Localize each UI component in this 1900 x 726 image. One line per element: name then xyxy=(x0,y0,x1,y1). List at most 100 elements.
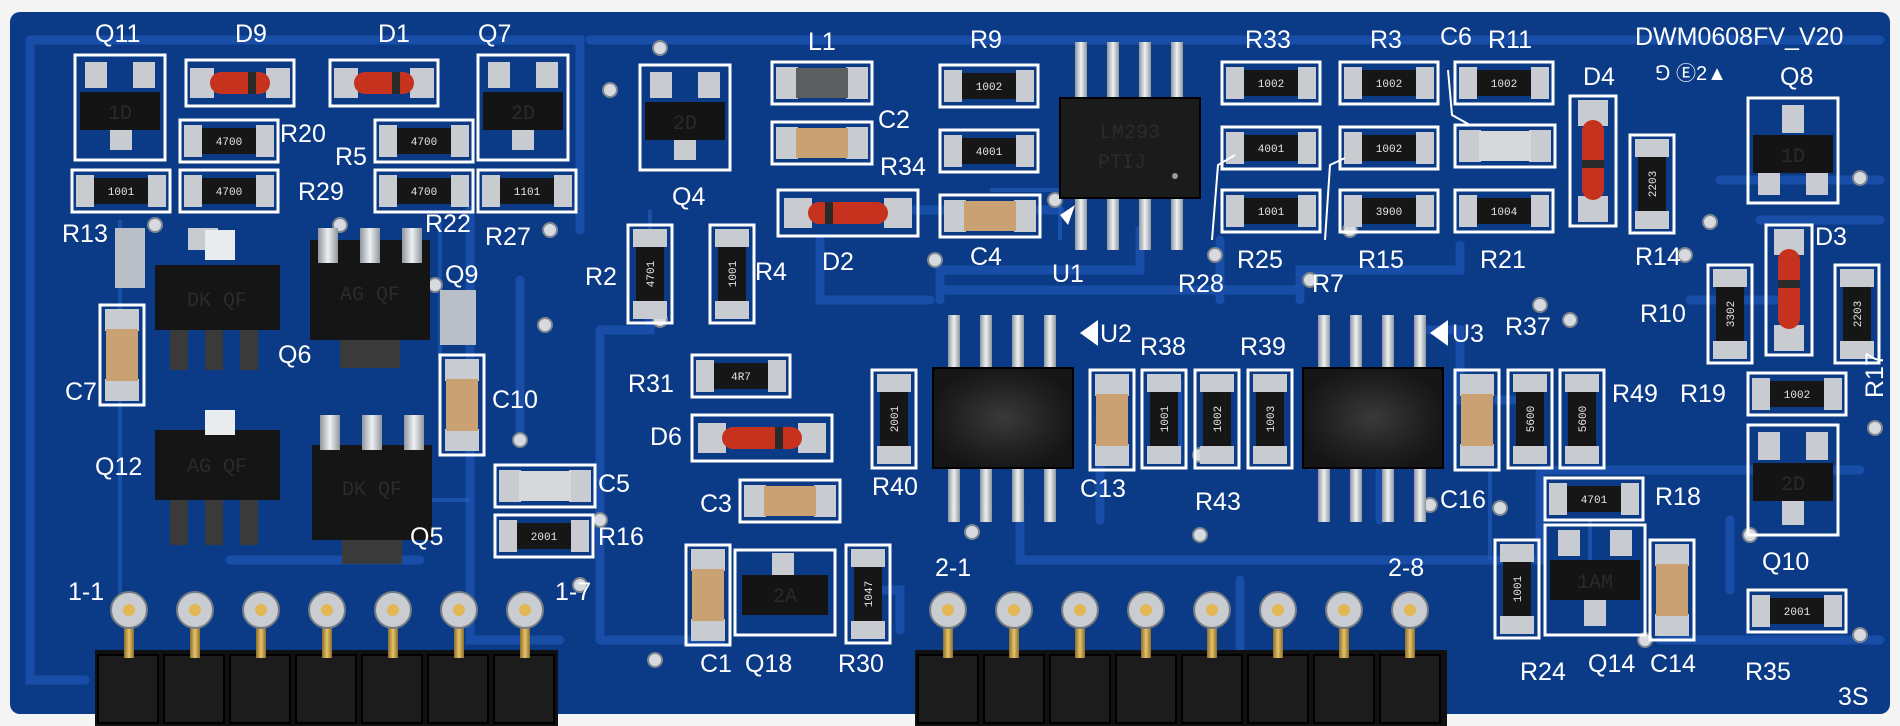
resistor-code: 1002 xyxy=(1784,390,1810,402)
label-r25: R25 xyxy=(1237,246,1283,274)
label-r18: R18 xyxy=(1655,483,1701,511)
label-c7: C7 xyxy=(65,378,97,406)
silkscreen-leaders xyxy=(1211,69,1471,241)
transistor-q8: 1D xyxy=(1746,96,1840,205)
label-c14: C14 xyxy=(1650,650,1696,678)
label-r21: R21 xyxy=(1480,246,1526,274)
label-d6: D6 xyxy=(650,423,682,451)
resistor-code: 4001 xyxy=(1258,144,1285,156)
resistor-code: 1001 xyxy=(1513,575,1525,602)
label-u2: U2 xyxy=(1100,320,1132,348)
label-u1: U1 xyxy=(1052,260,1084,288)
silkscreen-labels: DWM0608FV_V20 ⅁ Ⓔ2▲ 3S 1-1 1-7 2-1 2-8 U… xyxy=(62,20,1889,711)
chip-marking-2: PTIJ xyxy=(1098,152,1146,175)
inductor-l1 xyxy=(770,60,874,106)
corner-mark: 3S xyxy=(1838,683,1869,711)
resistor-code: 1001 xyxy=(1258,207,1285,219)
label-r49: R49 xyxy=(1612,380,1658,408)
chip-marking: DK QF xyxy=(187,290,247,313)
transistor-q18: 2A xyxy=(733,548,837,637)
label-q18: Q18 xyxy=(745,650,792,678)
label-c2: C2 xyxy=(878,106,910,134)
label-u3: U3 xyxy=(1452,320,1484,348)
capacitors xyxy=(98,120,1696,647)
label-d9: D9 xyxy=(235,20,267,48)
pin-header-1 xyxy=(95,591,558,726)
label-q7: Q7 xyxy=(478,20,511,48)
ic-u1: LM293 PTIJ xyxy=(1059,42,1201,250)
label-q10: Q10 xyxy=(1762,548,1809,576)
resistor-code: 1047 xyxy=(864,581,876,607)
chip-marking: 2A xyxy=(773,586,797,609)
transistor-q6: DK QF xyxy=(115,228,280,370)
resistor-code: 1001 xyxy=(108,187,135,199)
resistor-code: 4700 xyxy=(411,187,437,199)
label-c3: C3 xyxy=(700,490,732,518)
label-d1: D1 xyxy=(378,20,410,48)
resistor-code: 1004 xyxy=(1491,207,1518,219)
label-q5: Q5 xyxy=(410,523,443,551)
resistor-code: 4700 xyxy=(216,187,242,199)
label-q4: Q4 xyxy=(672,183,705,211)
resistor-code: 2001 xyxy=(531,532,558,544)
resistor-code: 5600 xyxy=(1526,406,1538,432)
pin-header-2 xyxy=(915,591,1447,726)
transistor-q12: AG QF xyxy=(155,410,280,545)
label-r3: R3 xyxy=(1370,26,1402,54)
resistor-code: 1001 xyxy=(728,260,740,287)
resistor-code: 1001 xyxy=(1160,405,1172,432)
label-r5: R5 xyxy=(335,143,367,171)
pin1-marker-u2 xyxy=(1080,320,1098,346)
label-q12: Q12 xyxy=(95,453,142,481)
label-c4: C4 xyxy=(970,243,1002,271)
resistor-code: 1002 xyxy=(1491,79,1517,91)
chip-marking: 1AM xyxy=(1577,572,1613,595)
chip-marking: DK QF xyxy=(342,479,402,502)
board-revision: DWM0608FV_V20 xyxy=(1635,23,1843,51)
label-q14: Q14 xyxy=(1588,650,1635,678)
label-r40: R40 xyxy=(872,473,918,501)
label-r33: R33 xyxy=(1245,26,1291,54)
chip-marking: 2D xyxy=(673,113,697,136)
label-r43: R43 xyxy=(1195,488,1241,516)
resistor-code: 3302 xyxy=(1726,301,1738,327)
label-r34: R34 xyxy=(880,153,926,181)
label-r37: R37 xyxy=(1505,313,1551,341)
resistor-code: 4701 xyxy=(1581,495,1608,507)
label-r15: R15 xyxy=(1358,246,1404,274)
header1-start-label: 1-1 xyxy=(68,578,104,606)
resistor-code: 2203 xyxy=(1853,301,1865,327)
label-d4: D4 xyxy=(1583,63,1615,91)
transistor-q7: 2D xyxy=(476,53,570,162)
label-r30: R30 xyxy=(838,650,884,678)
resistors-horizontal: 1001 4700 4700 4700 4700 1101 1002 4001 … xyxy=(70,60,1848,634)
label-c1: C1 xyxy=(700,650,732,678)
label-c13: C13 xyxy=(1080,475,1126,503)
resistor-code: 1002 xyxy=(1213,406,1225,432)
transistor-q5: DK QF xyxy=(312,415,432,564)
label-d2: D2 xyxy=(822,248,854,276)
label-r27: R27 xyxy=(485,223,531,251)
resistors-vertical: 4701 1001 2203 3302 2203 2001 1001 1002 … xyxy=(626,133,1881,645)
resistor-code: 1002 xyxy=(976,82,1002,94)
chip-marking: AG QF xyxy=(340,284,400,307)
label-r7: R7 xyxy=(1312,270,1344,298)
resistor-code: 1002 xyxy=(1258,79,1284,91)
label-l1: L1 xyxy=(808,28,836,56)
resistor-code: 4R7 xyxy=(731,372,751,384)
chip-marking: AG QF xyxy=(187,456,247,479)
label-r35: R35 xyxy=(1745,658,1791,686)
transistor-q11: 1D xyxy=(73,53,167,162)
label-c16: C16 xyxy=(1440,486,1486,514)
label-r29: R29 xyxy=(298,178,344,206)
transistor-q14: 1AM xyxy=(1543,523,1647,637)
resistor-code: 1101 xyxy=(514,187,541,199)
label-q8: Q8 xyxy=(1780,63,1813,91)
resistor-code: 1002 xyxy=(1376,144,1402,156)
label-r19: R19 xyxy=(1680,380,1726,408)
resistor-code: 4001 xyxy=(976,147,1003,159)
label-r28: R28 xyxy=(1178,270,1224,298)
resistor-code: 1003 xyxy=(1266,406,1278,432)
label-r14: R14 xyxy=(1635,243,1681,271)
